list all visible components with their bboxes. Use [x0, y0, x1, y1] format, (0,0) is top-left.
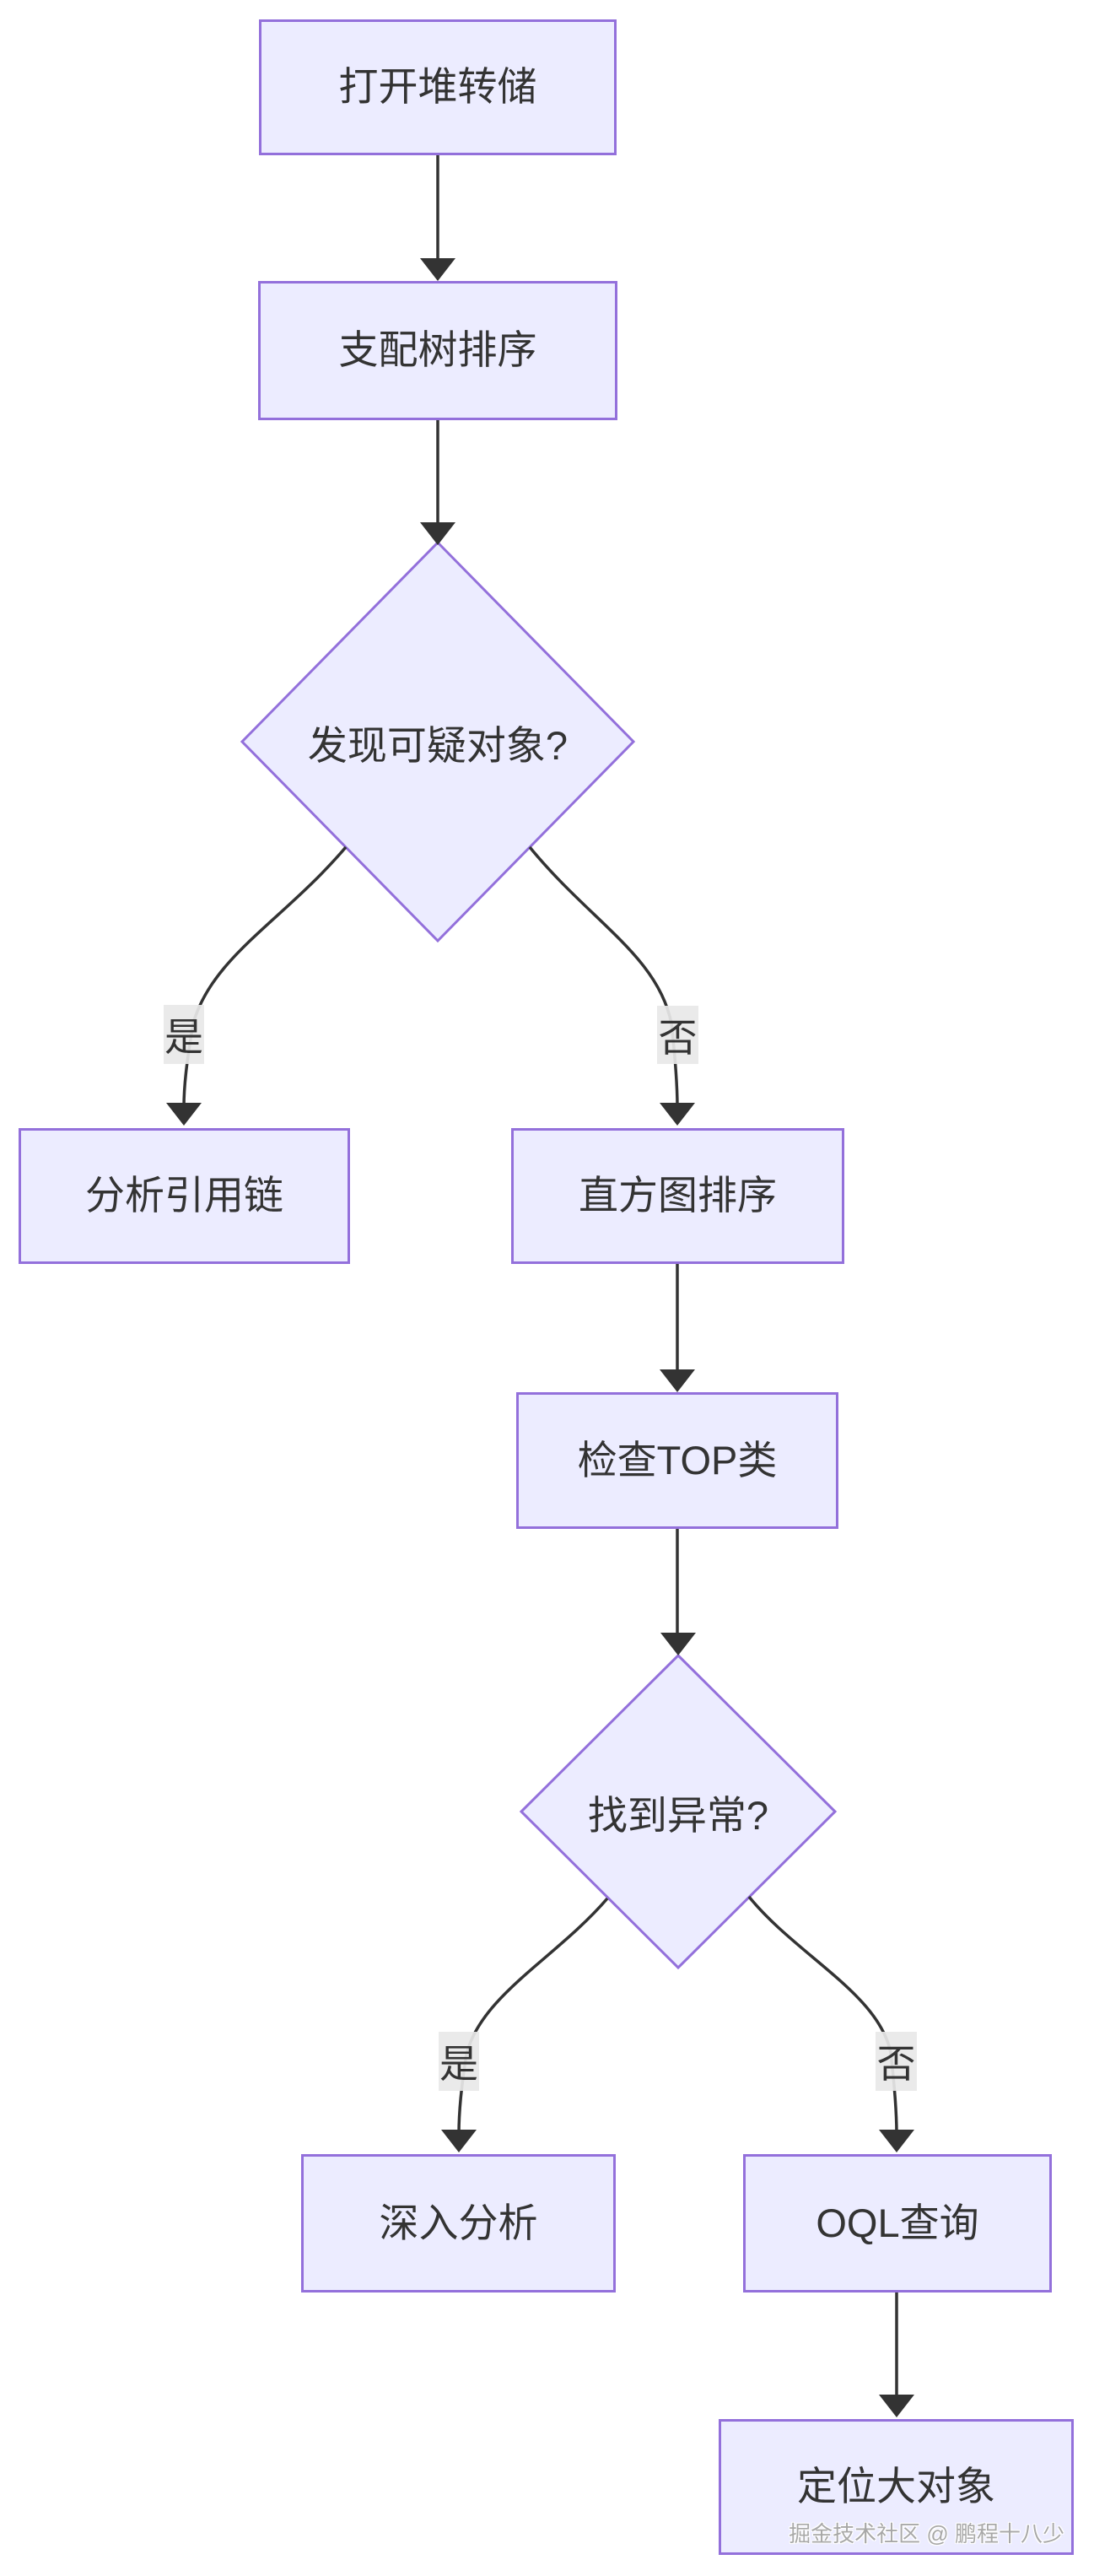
node-open-heap-dump: 打开堆转储 — [259, 19, 617, 155]
decision-anomaly-found-shape — [519, 1653, 838, 1970]
decision-suspicious-object-shape — [240, 540, 636, 943]
node-check-top-classes-label: 检查TOP类 — [577, 1437, 778, 1482]
arrowhead-open-to-sort — [420, 258, 455, 281]
edge-label-yes-1: 是 — [164, 1005, 204, 1064]
arrowhead-oql-to-locate — [879, 2395, 914, 2417]
node-locate-large-objects: 定位大对象 — [719, 2419, 1074, 2555]
node-oql-query: OQL查询 — [743, 2154, 1052, 2292]
node-deep-analysis: 深入分析 — [301, 2154, 616, 2292]
node-suspicious-object-decision: 发现可疑对象? — [269, 699, 606, 784]
arrowhead-decision1-no — [660, 1103, 695, 1126]
arrowhead-decision2-no — [879, 2130, 914, 2152]
node-dominator-tree-sort: 支配树排序 — [258, 281, 617, 420]
node-anomaly-found-decision: 找到异常? — [509, 1769, 847, 1854]
node-deep-analysis-label: 深入分析 — [379, 2200, 538, 2245]
node-oql-query-label: OQL查询 — [816, 2200, 979, 2245]
watermark-text: 掘金技术社区 @ 鹏程十八少 — [789, 2521, 1064, 2546]
arrowhead-decision2-yes — [441, 2130, 477, 2152]
edge-decision1-yes — [182, 845, 348, 1108]
node-dominator-tree-sort-label: 支配树排序 — [338, 327, 537, 373]
edge-label-yes-2: 是 — [439, 2032, 479, 2091]
arrowhead-top-to-decision2 — [660, 1633, 696, 1655]
arrowhead-histogram-to-top — [660, 1369, 695, 1392]
edge-decision2-no — [747, 1895, 898, 2135]
node-open-heap-dump-label: 打开堆转储 — [338, 64, 537, 110]
node-histogram-sort: 直方图排序 — [511, 1128, 844, 1264]
arrowhead-decision1-yes — [166, 1103, 202, 1126]
node-analyze-reference-chain-label: 分析引用链 — [85, 1173, 283, 1218]
edge-decision1-no — [528, 845, 679, 1108]
arrowhead-sort-to-decision1 — [420, 522, 455, 545]
node-analyze-reference-chain: 分析引用链 — [19, 1128, 350, 1264]
node-histogram-sort-label: 直方图排序 — [579, 1173, 777, 1218]
edge-label-no-2: 否 — [876, 2032, 917, 2091]
edge-decision2-yes — [457, 1897, 609, 2135]
node-locate-large-objects-label: 定位大对象 — [797, 2464, 995, 2509]
node-anomaly-found-decision-label: 找到异常? — [587, 1792, 769, 1838]
node-check-top-classes: 检查TOP类 — [516, 1392, 838, 1529]
edge-label-no-1: 否 — [657, 1006, 698, 1064]
node-suspicious-object-decision-label: 发现可疑对象? — [307, 722, 569, 768]
